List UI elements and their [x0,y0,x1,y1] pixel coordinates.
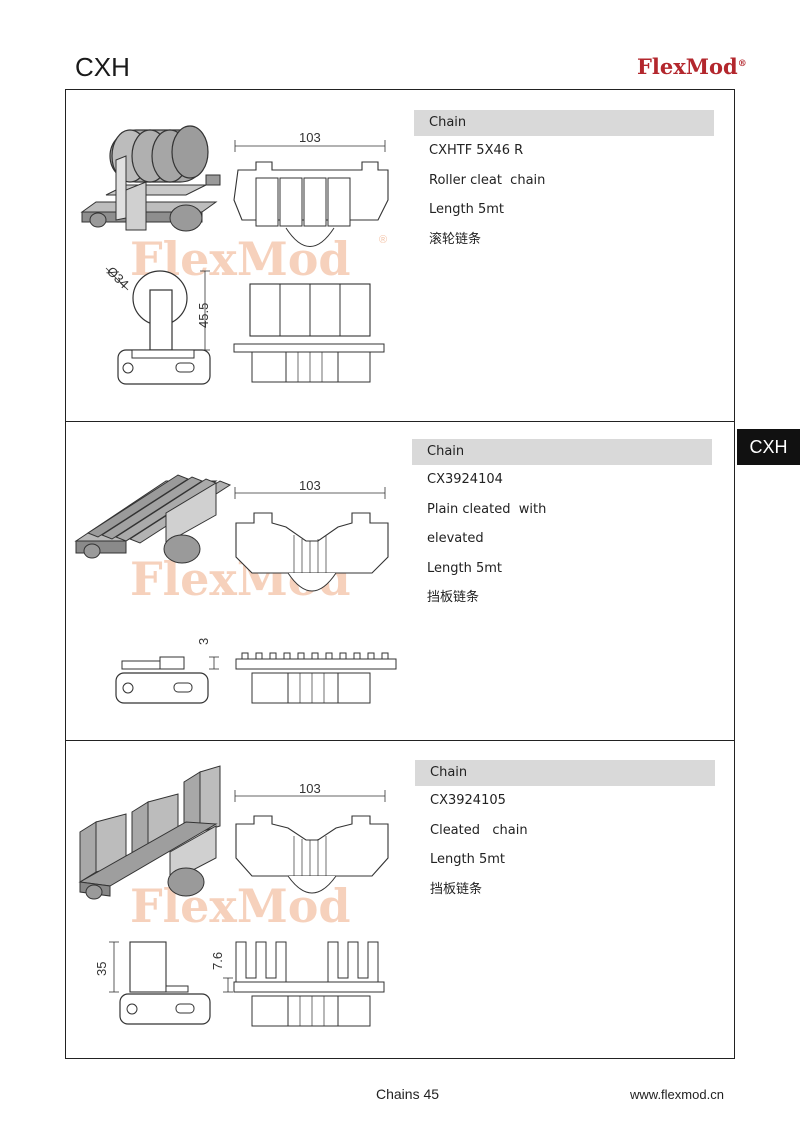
panel-3-drawing: FlexMod 103 35 [78,765,389,1027]
page-number: Chains 45 [376,1086,440,1102]
roller-chain-top-view [233,283,385,383]
spec-header: Chain [414,110,714,136]
roller-chain-side-view [105,267,211,385]
side-tab-cxh[interactable]: CXH [737,429,800,465]
dim-height: 45.5 [196,303,211,328]
plain-cleated-chain-3d [74,474,232,564]
spec-header: Chain [412,439,712,465]
roller-chain-front-view [233,140,389,247]
spec-header: Chain [415,760,715,786]
plain-cleated-chain-side-view [115,656,219,704]
cleated-chain-top-view [223,941,385,1027]
spec-line-length: Length 5mt [430,852,506,867]
dim-width: 103 [299,478,321,493]
website-url[interactable]: www.flexmod.cn [630,1087,724,1102]
spec-line-code: CX3924105 [430,793,506,808]
dim-height: 35 [94,962,109,976]
panel-1-drawing: FlexMod ® Ø34 45.5 [80,125,389,385]
spec-line-chinese: 挡板链条 [430,881,483,897]
cleated-chain-front-view [234,790,389,894]
watermark-registered-mark: ® [379,234,387,246]
dim-cleat-height: 7.6 [210,952,225,970]
brand-registered-mark: ® [737,59,747,69]
content-frame [65,89,735,1059]
spec-line-chinese: 滚轮链条 [429,231,482,247]
panel-2-spec: Chain CX3924104 Plain cleated with eleva… [412,439,712,613]
panel-divider-2 [65,740,735,741]
panel-divider-1 [65,421,735,422]
brand-logo: FlexMod® [637,54,747,79]
spec-line-code: CX3924104 [427,472,503,487]
brand-name: FlexMod [637,54,738,79]
dim-height: 3 [196,638,211,645]
panel-1-spec: Chain CXHTF 5X46 R Roller cleat chain Le… [414,110,714,254]
dim-width: 103 [299,781,321,796]
roller-chain-3d [80,125,221,232]
plain-cleated-chain-front-view [234,487,389,592]
panel-3-spec: Chain CX3924105 Cleated chain Length 5mt… [415,760,715,904]
plain-cleated-chain-top-view [235,652,397,704]
cleated-chain-3d [78,765,221,900]
spec-line-length: Length 5mt [429,202,505,217]
panel-2-drawing: FlexMod 103 3 [74,474,397,704]
spec-line-type: Roller cleat chain [429,172,546,188]
spec-line-type: Cleated chain [430,822,528,838]
spec-line-type-cont: elevated [427,531,484,546]
spec-line-code: CXHTF 5X46 R [429,143,524,158]
series-title: CXH [75,52,130,82]
cleated-chain-side-view [109,941,211,1025]
dim-diameter: Ø34 [104,264,132,292]
spec-line-type: Plain cleated with [427,501,547,517]
spec-line-length: Length 5mt [427,560,503,576]
dim-width: 103 [299,130,321,145]
spec-line-chinese: 挡板链条 [427,590,480,605]
